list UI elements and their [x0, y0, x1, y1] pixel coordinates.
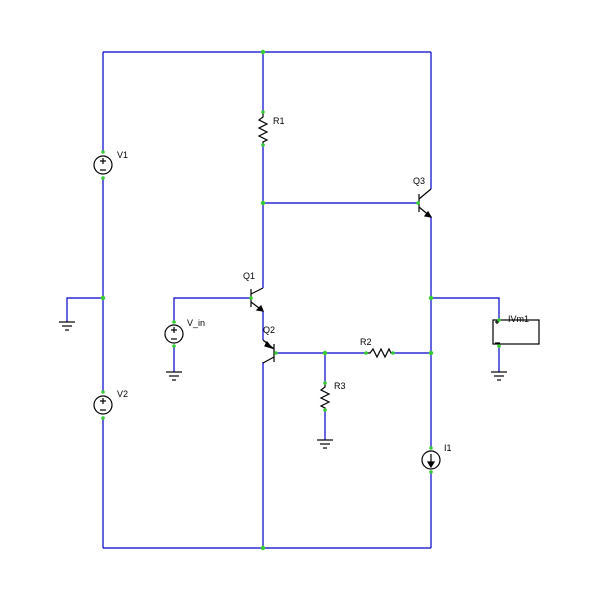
terminal-node — [429, 446, 433, 450]
wires — [66, 51, 500, 549]
label-r1: R1 — [273, 116, 285, 126]
label-q3: Q3 — [413, 176, 425, 186]
terminal-node — [101, 416, 105, 420]
terminal-node — [261, 143, 265, 147]
resistor-r2-body — [366, 347, 393, 359]
terminal-node — [391, 351, 395, 355]
ground-meter — [491, 371, 507, 381]
junction-node — [100, 295, 106, 301]
junction-node — [260, 200, 266, 206]
resistor-r1[interactable]: R1 — [257, 112, 285, 145]
transistor-q1-collector — [250, 287, 264, 295]
arrow-icon — [264, 340, 274, 350]
label-v1: V1 — [117, 150, 128, 160]
voltage-source-vin[interactable]: V_in — [164, 318, 205, 344]
resistor-r3[interactable]: R3 — [319, 381, 346, 410]
junction-node — [322, 350, 328, 356]
terminal-node — [497, 318, 501, 322]
arrow-icon — [423, 210, 433, 218]
label-i1: I1 — [444, 443, 452, 453]
transistor-q2[interactable]: Q2 — [262, 325, 275, 364]
wire-left-ground — [66, 297, 103, 322]
transistor-q3[interactable]: Q3 — [413, 176, 433, 218]
voltage-source-vin-body — [164, 324, 184, 344]
terminal-node — [101, 390, 105, 394]
junction-node — [428, 350, 434, 356]
label-ivm1: IVm1 — [508, 314, 529, 324]
resistor-r2[interactable]: R2 — [360, 337, 393, 359]
label-v2: V2 — [117, 389, 128, 399]
current-source-i1-body — [421, 450, 441, 470]
voltage-source-v1[interactable]: V1 — [93, 150, 128, 175]
terminal-node — [429, 470, 433, 474]
transistor-q2-collector — [262, 356, 275, 364]
transistor-q1[interactable]: Q1 — [243, 271, 264, 312]
meter-ivm1[interactable]: IVm1 — [492, 314, 540, 345]
terminal-node — [172, 344, 176, 348]
label-q2: Q2 — [263, 325, 275, 335]
label-r3: R3 — [334, 381, 346, 391]
voltage-source-v1-body — [93, 155, 113, 175]
ground-left — [59, 321, 75, 331]
label-q1: Q1 — [243, 271, 255, 281]
terminal-node — [497, 344, 501, 348]
junction-node — [260, 545, 266, 551]
current-source-i1[interactable]: I1 — [421, 443, 452, 470]
junction-nodes — [100, 49, 501, 551]
terminal-node — [101, 150, 105, 154]
transistor-q3-collector — [418, 188, 432, 200]
label-vin: V_in — [187, 318, 205, 328]
terminal-node — [249, 296, 253, 300]
voltage-source-v2[interactable]: V2 — [93, 389, 128, 415]
resistor-r1-body — [257, 112, 269, 145]
terminal-node — [101, 176, 105, 180]
junction-node — [260, 49, 266, 55]
ground-vin — [166, 371, 182, 381]
wire-meter — [431, 297, 500, 320]
arrow-icon — [255, 304, 264, 312]
terminal-node — [274, 351, 278, 355]
voltage-source-v2-body — [93, 395, 113, 415]
arrow-down-icon — [426, 461, 436, 469]
wire-vin-base — [173, 297, 251, 322]
terminal-node — [364, 351, 368, 355]
resistor-r3-body — [319, 383, 331, 410]
terminal-node — [323, 381, 327, 385]
junction-node — [428, 295, 434, 301]
terminal-node — [261, 110, 265, 114]
label-r2: R2 — [360, 337, 372, 347]
meter-ivm1-body — [492, 319, 540, 345]
terminal-node — [416, 201, 420, 205]
ground-r3 — [317, 439, 333, 449]
terminal-node — [172, 320, 176, 324]
terminal-node — [323, 408, 327, 412]
